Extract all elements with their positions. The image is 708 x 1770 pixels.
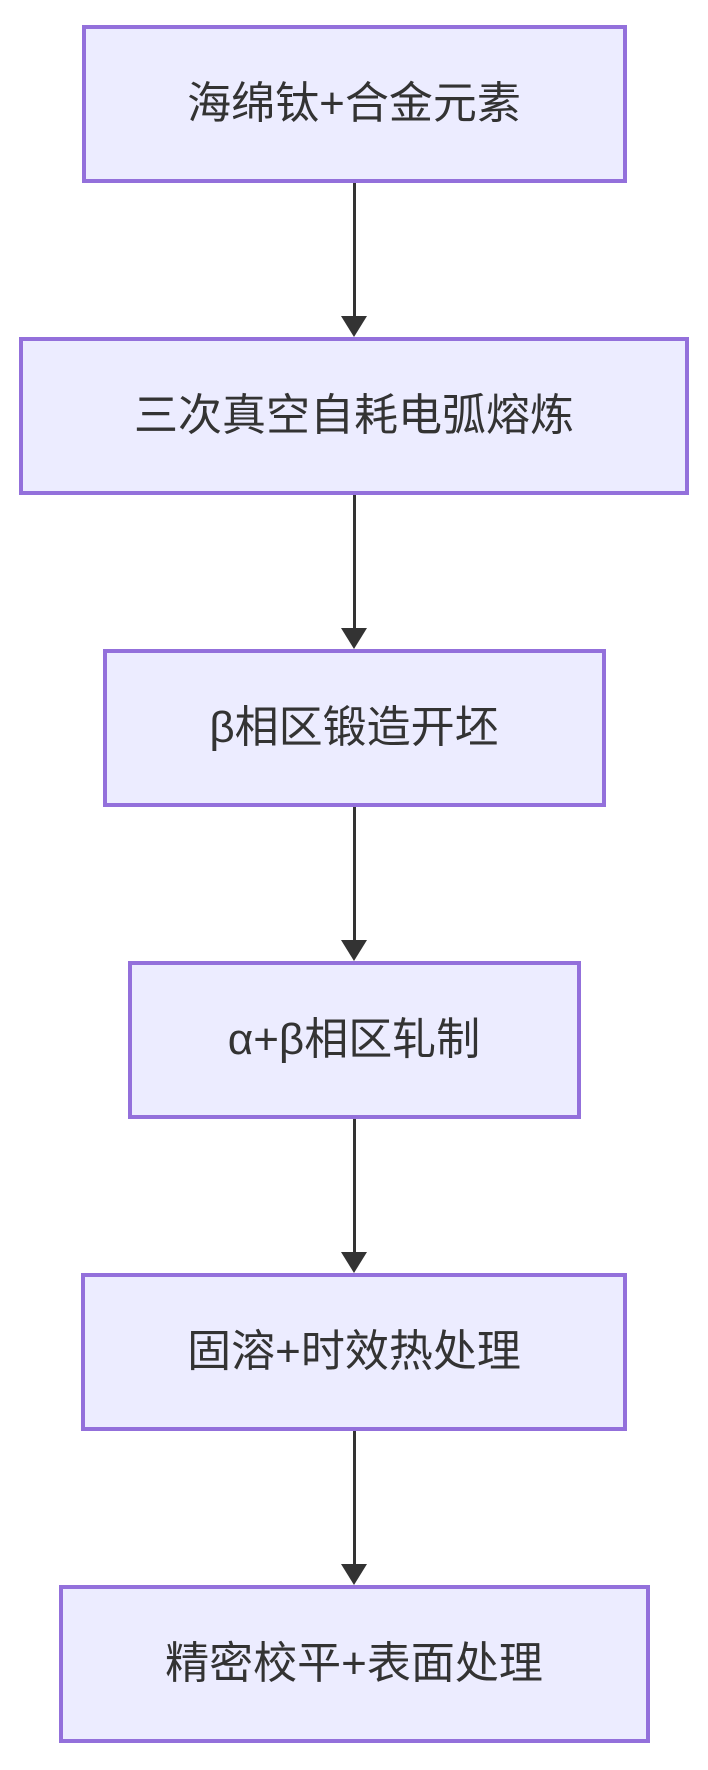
flow-node-forging: β相区锻造开坯 (102, 649, 606, 807)
flow-node-label: 精密校平+表面处理 (165, 1638, 543, 1688)
flow-node-rolling: α+β相区轧制 (127, 961, 581, 1119)
flow-node-label: β相区锻造开坯 (209, 702, 499, 752)
arrow-down-icon (341, 316, 367, 337)
flow-node-heat-treatment: 固溶+时效热处理 (81, 1273, 627, 1431)
arrow-down-icon (341, 628, 367, 649)
flow-node-raw-material: 海绵钛+合金元素 (81, 25, 627, 183)
flow-node-label: 固溶+时效热处理 (187, 1326, 521, 1376)
flow-node-finishing: 精密校平+表面处理 (58, 1585, 650, 1743)
flow-node-label: 三次真空自耗电弧熔炼 (134, 390, 574, 440)
flow-node-label: 海绵钛+合金元素 (187, 78, 521, 128)
flow-arrow-1 (341, 183, 367, 337)
arrow-line (352, 1431, 356, 1565)
arrow-down-icon (341, 1252, 367, 1273)
arrow-down-icon (341, 1564, 367, 1585)
arrow-line (352, 807, 356, 941)
flow-node-melting: 三次真空自耗电弧熔炼 (19, 337, 689, 495)
flow-arrow-5 (341, 1431, 367, 1585)
flowchart: 海绵钛+合金元素 三次真空自耗电弧熔炼 β相区锻造开坯 α+β相区轧制 (0, 25, 708, 1743)
arrow-line (352, 183, 356, 317)
flow-arrow-2 (341, 495, 367, 649)
flow-node-label: α+β相区轧制 (227, 1014, 481, 1064)
flow-arrow-3 (341, 807, 367, 961)
arrow-line (352, 495, 356, 629)
flow-arrow-4 (341, 1119, 367, 1273)
arrow-down-icon (341, 940, 367, 961)
arrow-line (352, 1119, 356, 1253)
